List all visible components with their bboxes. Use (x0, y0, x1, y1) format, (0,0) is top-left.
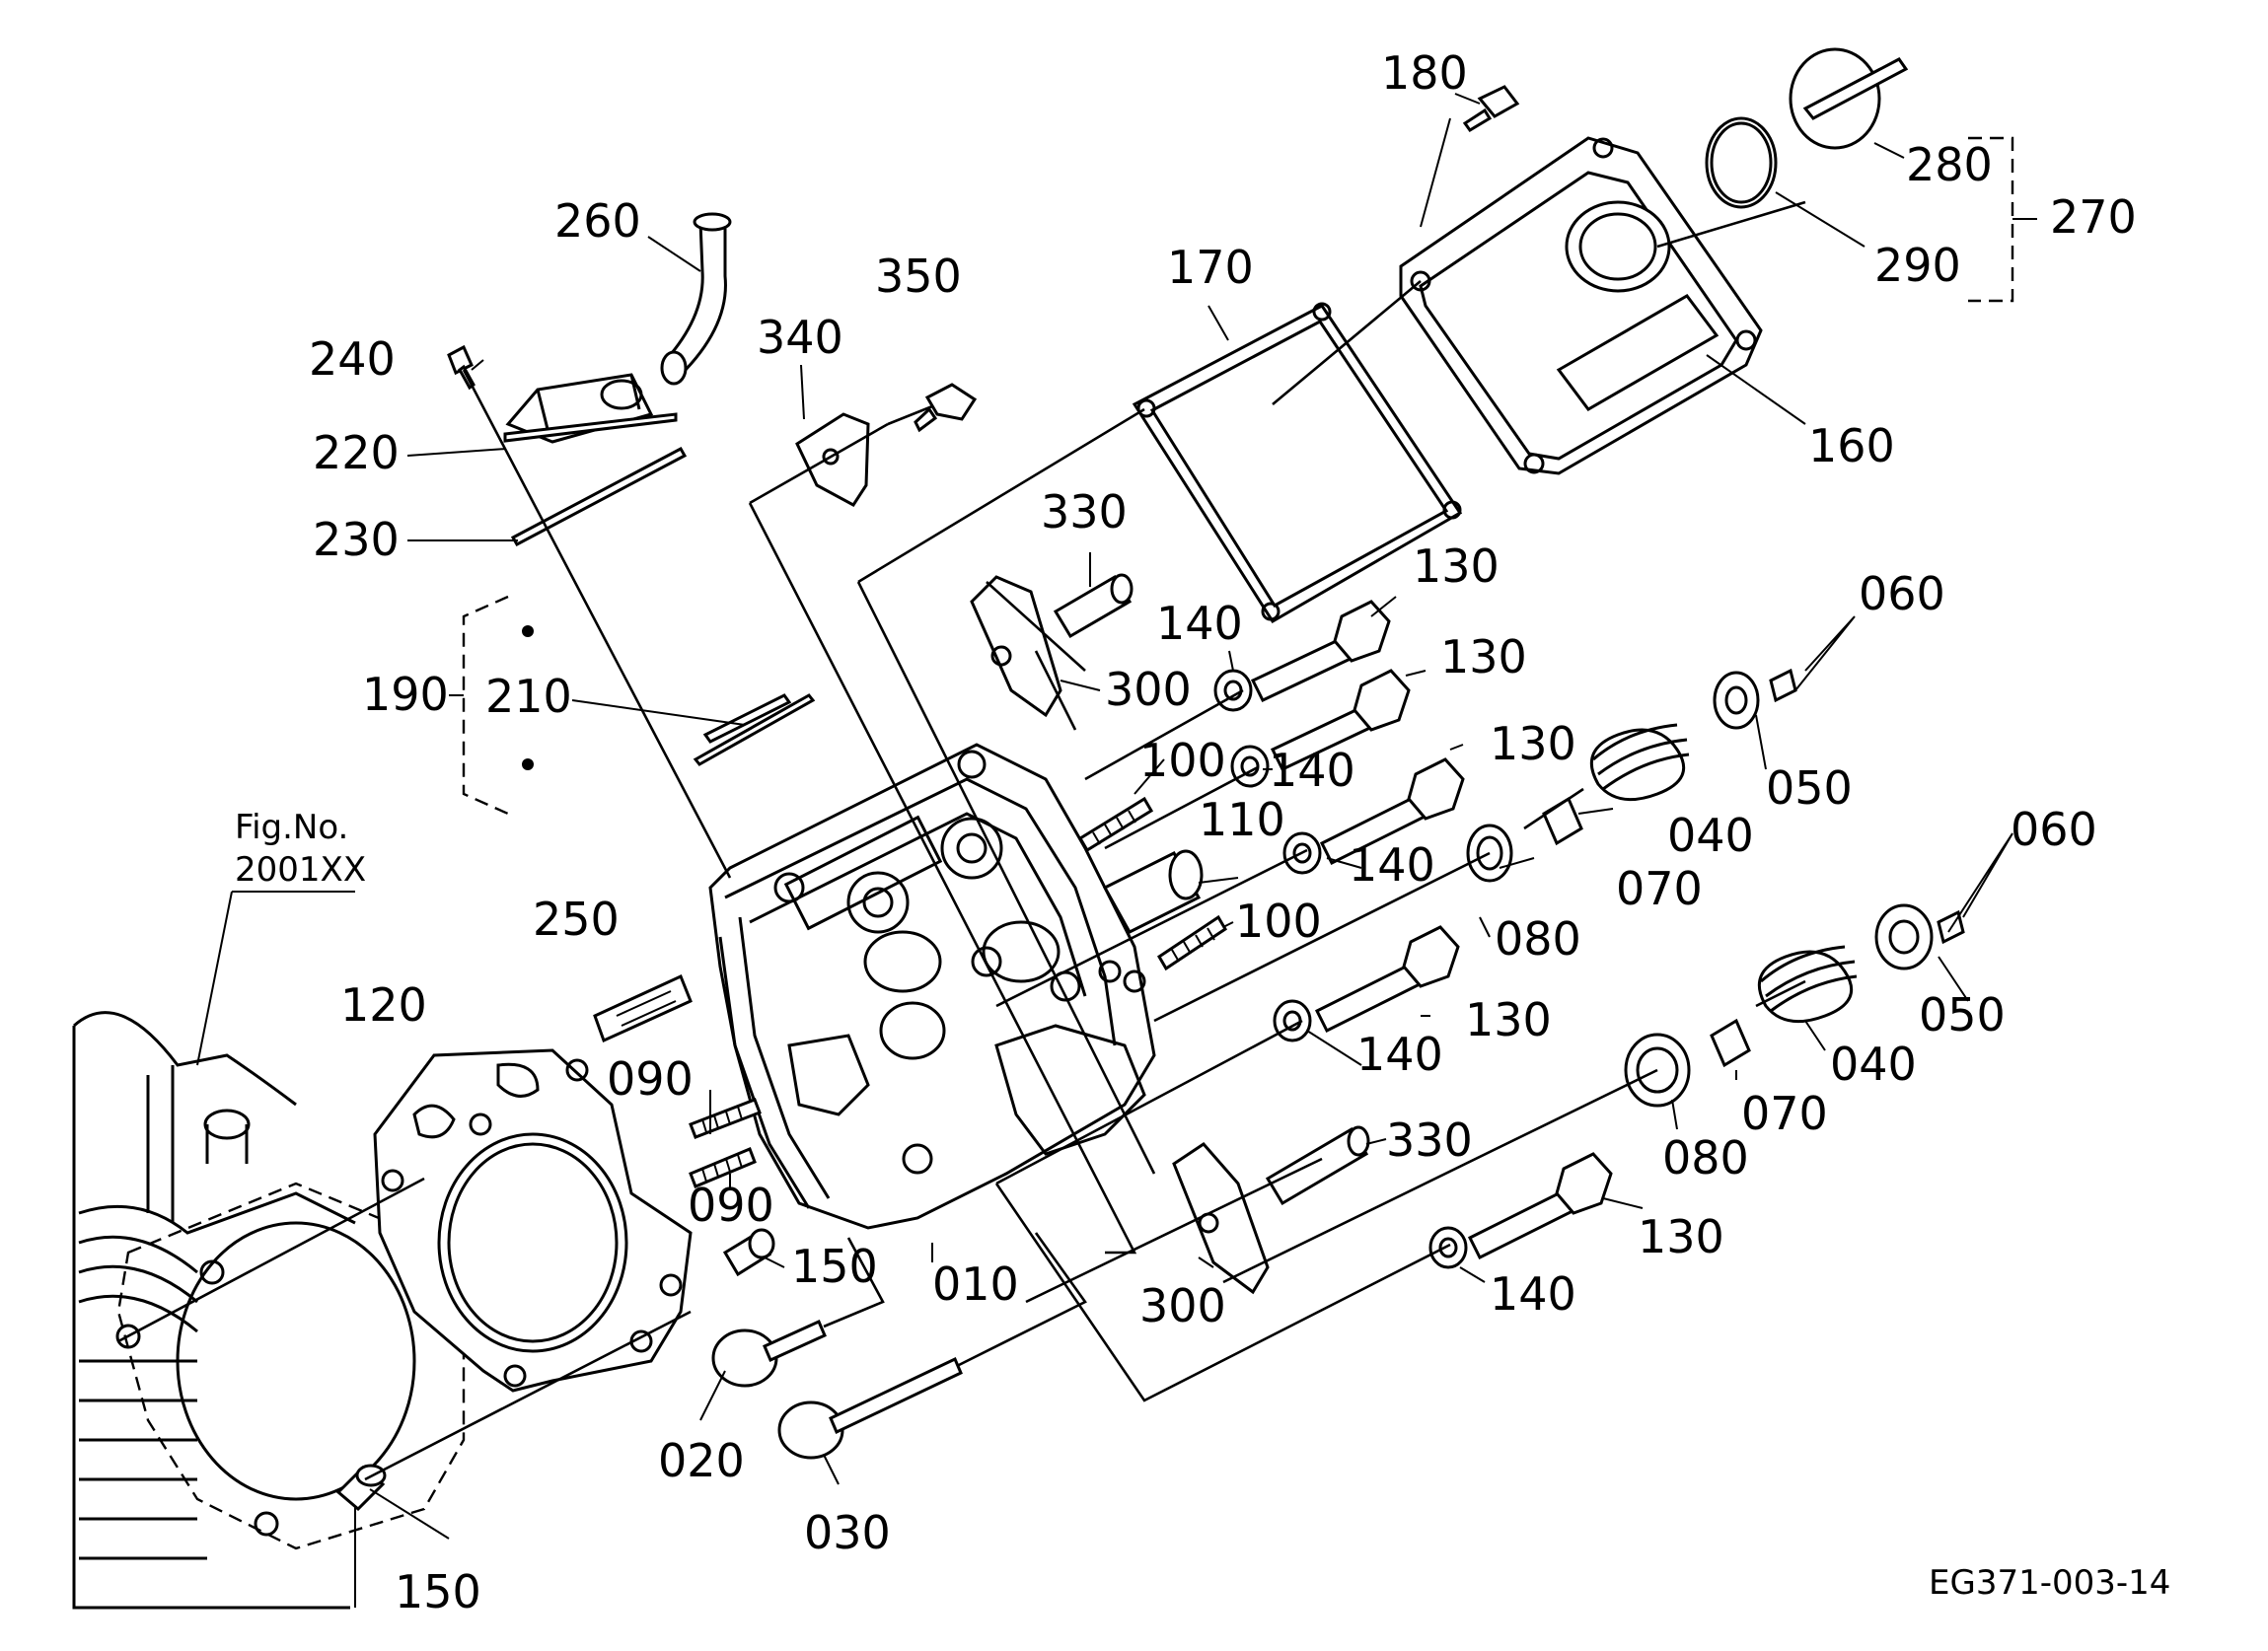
label-290: 290 (1874, 239, 1961, 292)
label-080-upper: 080 (1495, 912, 1581, 966)
fig-ref-line2: 2001XX (235, 850, 366, 890)
cap-o-ring (1705, 116, 1778, 209)
breather-gasket (510, 446, 688, 547)
leader-lines (369, 93, 2013, 1540)
part-labels: 180 260 280 270 290 350 170 340 240 160 … (309, 46, 2137, 1618)
label-240: 240 (309, 332, 396, 386)
label-040-lower: 040 (1830, 1038, 1917, 1091)
label-130-3: 130 (1490, 717, 1576, 770)
label-170: 170 (1167, 241, 1254, 294)
figure-reference: Fig.No. 2001XX (196, 808, 366, 1066)
label-140-4: 140 (1356, 1028, 1443, 1081)
dowel-pin-upper (722, 1228, 775, 1277)
label-030: 030 (804, 1506, 891, 1559)
label-010: 010 (932, 1257, 1019, 1311)
label-130-2: 130 (1440, 630, 1527, 683)
label-230: 230 (313, 513, 400, 566)
label-050-upper: 050 (1766, 761, 1853, 815)
breather-hose (660, 212, 732, 386)
valve-train-lower (1624, 903, 1965, 1108)
label-070-lower: 070 (1741, 1087, 1828, 1140)
rocker-arm-upper (970, 575, 1062, 718)
guide-110 (1102, 849, 1204, 934)
oil-fill-cap (1789, 47, 1909, 150)
adjuster-bolts-130 (1250, 600, 1613, 1260)
rocker-arm-lower (1172, 1142, 1270, 1295)
studs-100 (1077, 796, 1228, 971)
label-060-upper: 060 (1859, 567, 1945, 620)
label-150-upper: 150 (791, 1240, 878, 1293)
label-300-lower: 300 (1139, 1279, 1226, 1332)
reed-valve (522, 625, 816, 770)
label-340: 340 (757, 311, 843, 364)
label-130-5: 130 (1638, 1210, 1724, 1263)
label-250: 250 (533, 893, 620, 946)
bracket-190 (449, 595, 509, 816)
label-300-upper: 300 (1105, 663, 1192, 716)
cylinder-head (708, 743, 1156, 1230)
valve-intake (711, 1320, 827, 1388)
label-260: 260 (554, 194, 641, 248)
label-050-lower: 050 (1919, 988, 2006, 1041)
assembly-lines (117, 200, 1806, 1481)
label-140-1: 140 (1156, 597, 1243, 650)
label-100-upper: 100 (1139, 734, 1226, 787)
label-120: 120 (340, 978, 427, 1032)
rocker-pivot-lower (1265, 1125, 1370, 1206)
label-110: 110 (1199, 793, 1285, 846)
rocker-cover (1399, 136, 1763, 475)
label-140-5: 140 (1490, 1267, 1576, 1321)
bolt-350 (914, 383, 978, 433)
label-280: 280 (1906, 138, 1993, 191)
label-100-lower: 100 (1235, 895, 1322, 948)
label-150-lower: 150 (395, 1565, 481, 1618)
engine-block (72, 1011, 466, 1610)
label-040-upper: 040 (1667, 809, 1754, 862)
label-140-3: 140 (1349, 838, 1435, 892)
label-190: 190 (362, 668, 449, 721)
label-plate (593, 973, 693, 1043)
bracket-270 (1968, 136, 2037, 303)
label-330-upper: 330 (1041, 485, 1128, 538)
label-070-upper: 070 (1616, 862, 1703, 915)
valve-exhaust (777, 1356, 963, 1460)
label-130-1: 130 (1413, 539, 1500, 593)
head-gasket (373, 1048, 693, 1393)
rocker-cover-gasket (1132, 302, 1463, 624)
breather-cover (503, 373, 678, 444)
label-080-lower: 080 (1662, 1131, 1749, 1184)
label-210: 210 (485, 670, 572, 723)
bolt-180 (1462, 85, 1520, 132)
fig-ref-line1: Fig.No. (235, 808, 348, 847)
rocker-pivot-upper (1053, 573, 1134, 639)
drawing-code: EG371-003-14 (1929, 1563, 2170, 1603)
label-160: 160 (1808, 419, 1895, 472)
label-130-4: 130 (1465, 993, 1552, 1046)
label-090-upper: 090 (607, 1052, 694, 1106)
label-140-2: 140 (1269, 744, 1355, 797)
label-090-lower: 090 (688, 1179, 774, 1232)
label-220: 220 (313, 426, 400, 479)
label-060-lower: 060 (2011, 803, 2097, 856)
label-020: 020 (658, 1434, 745, 1487)
label-270: 270 (2050, 190, 2137, 244)
label-330-lower: 330 (1386, 1113, 1473, 1167)
stud-bolts-090 (689, 1098, 762, 1188)
label-350: 350 (875, 250, 962, 303)
label-180: 180 (1381, 46, 1468, 100)
bracket-340 (795, 412, 870, 507)
